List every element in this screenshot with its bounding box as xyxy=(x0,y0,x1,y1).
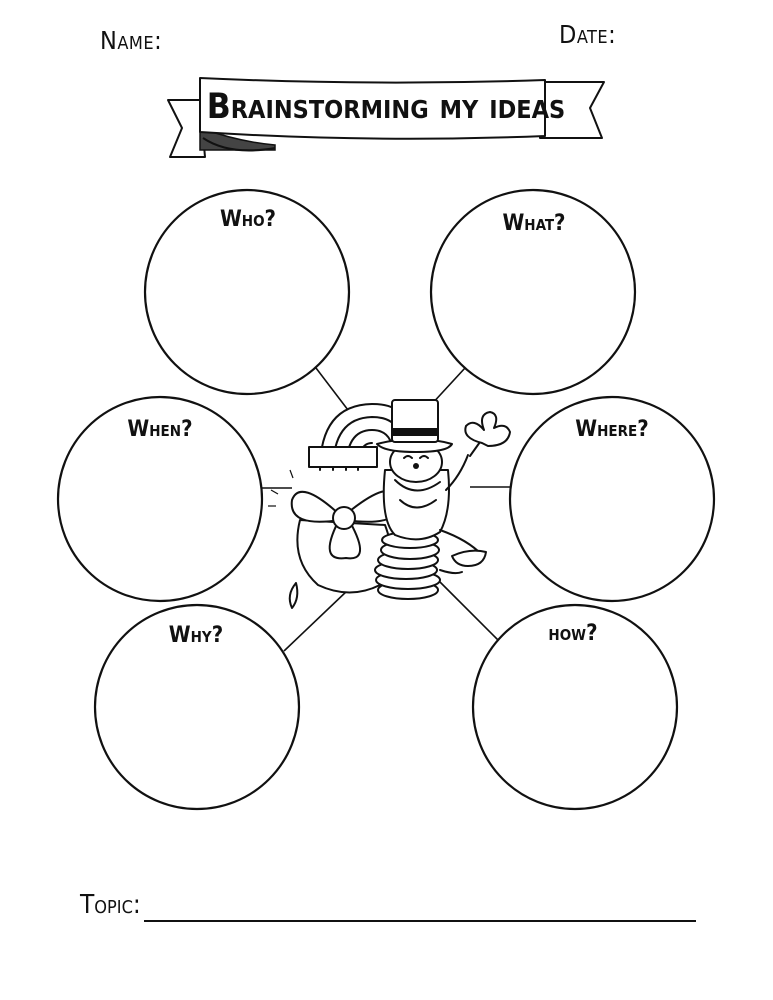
name-label: Name: xyxy=(100,26,163,55)
how-bubble[interactable] xyxy=(471,603,679,811)
banner-band xyxy=(199,77,546,140)
what-bubble[interactable] xyxy=(429,188,637,396)
where-label: Where? xyxy=(575,417,648,442)
what-label: What? xyxy=(502,211,565,236)
why-bubble[interactable] xyxy=(93,603,301,811)
who-bubble[interactable] xyxy=(143,188,351,396)
topic-label: Topic: xyxy=(80,890,141,920)
title-banner: Brainstorming my ideas xyxy=(167,77,605,158)
who-label: Who? xyxy=(220,207,276,232)
when-label: When? xyxy=(127,417,192,442)
connectors xyxy=(262,367,512,652)
page-title: Brainstorming my ideas xyxy=(207,87,566,127)
date-label: Date: xyxy=(559,20,617,49)
leprechaun-icon xyxy=(268,399,511,609)
why-label: Why? xyxy=(169,623,223,648)
when-bubble[interactable] xyxy=(56,395,264,603)
topic-line[interactable] xyxy=(144,920,696,922)
how-label: how? xyxy=(548,621,597,646)
where-bubble[interactable] xyxy=(508,395,716,603)
